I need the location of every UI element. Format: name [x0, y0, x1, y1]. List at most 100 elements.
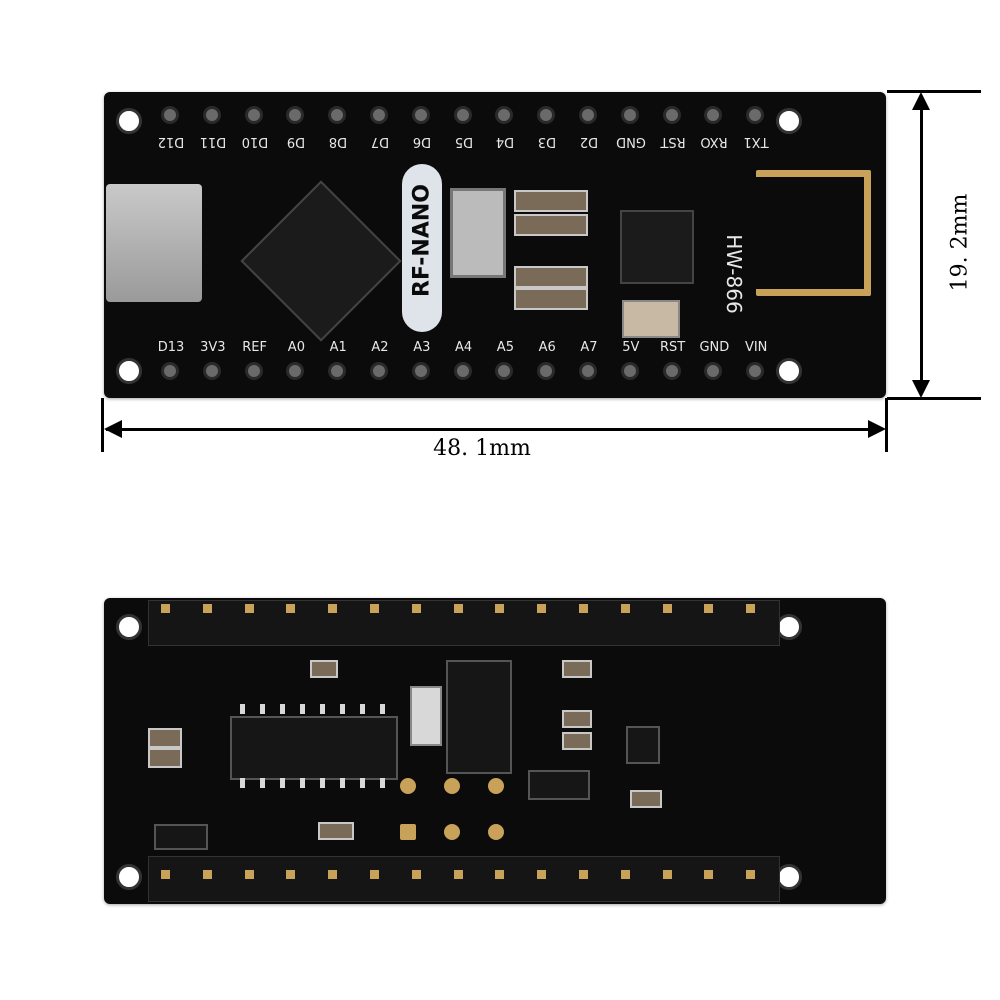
chip-leg: [280, 704, 285, 714]
header-pin: [453, 604, 463, 613]
header-pin: [286, 604, 296, 613]
header-pin: [328, 870, 338, 879]
header-pin: [161, 106, 179, 124]
pin-label-a0: A0: [287, 340, 305, 355]
pin-label-d7: D7: [370, 134, 390, 149]
header-pin: [244, 604, 254, 613]
smd-resistor: [318, 822, 354, 840]
micro-usb-connector: [106, 184, 202, 302]
crystal-oscillator: [622, 300, 680, 338]
icsp-pad: [488, 778, 504, 794]
header-pin: [161, 604, 170, 613]
icsp-pad: [444, 824, 460, 840]
radio-transceiver-chip: [620, 210, 694, 284]
pin-label-a7: A7: [580, 340, 598, 355]
header-pin: [579, 870, 588, 879]
pin-label-vin: VIN: [744, 340, 768, 355]
header-pin: [411, 362, 430, 380]
mounting-hole: [116, 864, 142, 890]
header-pin: [411, 870, 421, 879]
arrow-right-icon: [868, 420, 886, 438]
header-pin: [537, 604, 547, 613]
pin-label-a3: A3: [413, 340, 431, 355]
header-pin: [704, 106, 723, 124]
smd-resistor: [310, 660, 338, 678]
dimension-tick-right: [885, 398, 888, 452]
pin-label-rst: RST: [659, 134, 686, 149]
chip-leg: [340, 778, 345, 788]
icsp-pad: [400, 824, 416, 840]
header-pin: [202, 870, 212, 879]
rf-nano-board-bottom-view: [104, 598, 886, 904]
chip-leg: [380, 778, 385, 788]
width-dimension-label: 48. 1mm: [433, 436, 531, 461]
chip-leg: [240, 704, 245, 714]
header-pin: [746, 870, 756, 879]
pin-label-d13: D13: [157, 340, 185, 355]
header-pin: [453, 870, 463, 879]
regulator-tab: [410, 686, 442, 746]
pin-label-rxo: RXO: [700, 134, 729, 149]
diode: [528, 770, 590, 800]
chip-leg: [300, 704, 305, 714]
header-pin: [370, 870, 379, 879]
header-pin: [704, 362, 723, 380]
brand-label: RF-NANO: [409, 184, 435, 297]
smd-resistor: [562, 732, 592, 750]
header-pin: [746, 106, 765, 124]
pin-label-rst: RST: [659, 340, 686, 355]
brand-badge: RF-NANO: [402, 164, 442, 332]
header-pin: [202, 106, 221, 124]
header-pin: [411, 106, 430, 124]
header-pin: [746, 362, 765, 380]
header-pin: [202, 362, 221, 380]
header-pin: [453, 106, 472, 124]
pin-label-5v: 5V: [622, 340, 640, 355]
header-pin: [620, 106, 639, 124]
header-pin: [244, 362, 263, 380]
header-pin: [620, 604, 630, 613]
pcb-antenna: [756, 170, 871, 296]
chip-leg: [360, 704, 365, 714]
header-pin: [662, 362, 681, 380]
header-pin: [746, 604, 756, 613]
chip-leg: [280, 778, 285, 788]
bottom-header-strip: [148, 856, 780, 902]
header-pin: [662, 106, 681, 124]
header-pin: [579, 362, 597, 380]
smd-resistor: [562, 660, 592, 678]
dimension-tick-bottom: [887, 397, 981, 400]
smd-resistor: [630, 790, 662, 808]
pin-label-a5: A5: [496, 340, 514, 355]
header-pin: [244, 106, 263, 124]
led-indicator: [514, 266, 588, 288]
header-pin: [370, 106, 388, 124]
pin-label-d12: D12: [157, 134, 185, 149]
pin-label-gnd: GND: [615, 134, 646, 149]
header-pin: [495, 604, 505, 613]
icsp-pad: [400, 778, 416, 794]
chip-leg: [260, 778, 265, 788]
chip-leg: [260, 704, 265, 714]
header-pin: [579, 106, 597, 124]
dimension-tick-left: [101, 398, 104, 452]
chip-leg: [240, 778, 245, 788]
microcontroller-chip: [240, 180, 402, 342]
chip-leg: [300, 778, 305, 788]
chip-leg: [340, 704, 345, 714]
pin-label-gnd: GND: [699, 340, 730, 355]
chip-leg: [380, 704, 385, 714]
header-pin: [620, 870, 630, 879]
mounting-hole: [116, 614, 142, 640]
pin-label-d2: D2: [579, 134, 599, 149]
pin-label-tx1: TX1: [743, 134, 769, 149]
pin-label-d3: D3: [538, 134, 557, 149]
header-pin: [202, 604, 212, 613]
pin-label-d5: D5: [454, 134, 473, 149]
icsp-pad: [488, 824, 504, 840]
mounting-hole: [776, 108, 802, 134]
reset-button: [450, 188, 506, 278]
transistor: [626, 726, 660, 764]
smd-capacitor: [148, 748, 182, 768]
